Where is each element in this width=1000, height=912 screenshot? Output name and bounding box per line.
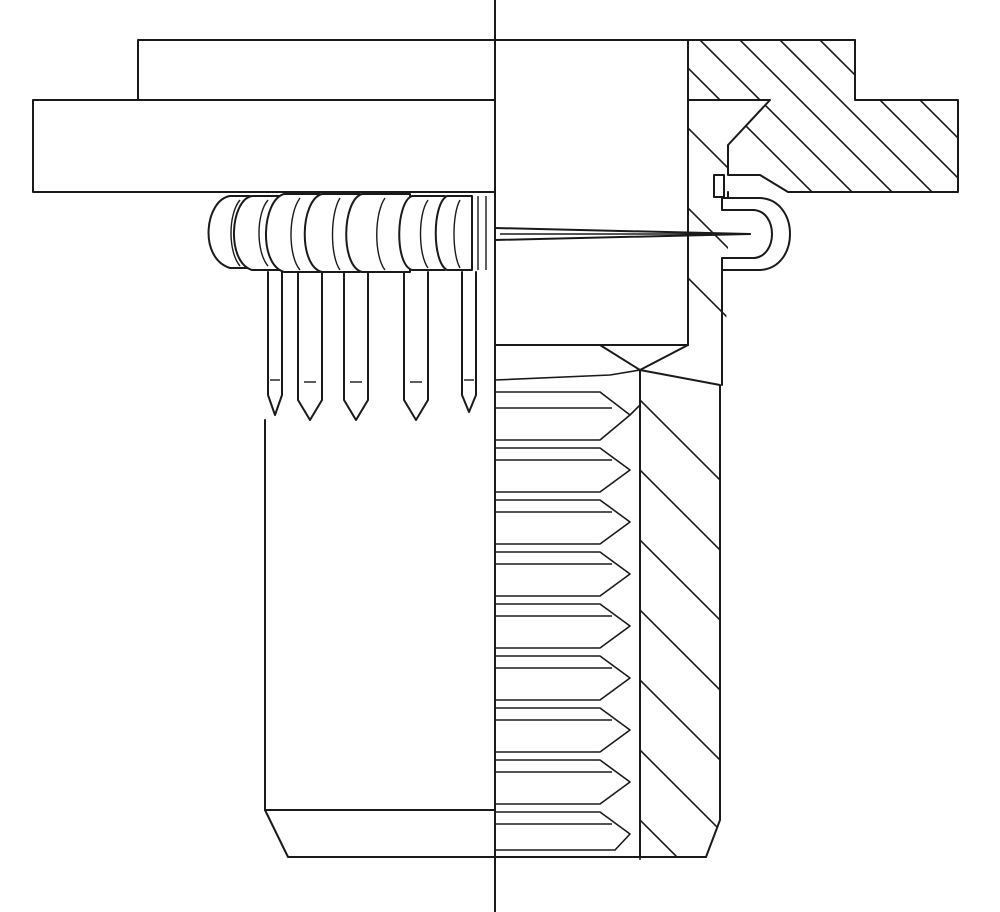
upper-plate-left	[137, 39, 496, 101]
slot-fingers	[267, 271, 477, 421]
lower-plate-left	[32, 99, 496, 193]
chamfer-bottom-left	[264, 809, 496, 858]
flange-section	[687, 39, 959, 193]
section-view-right	[494, 39, 959, 860]
nut-body-left	[264, 419, 496, 811]
wall-hatch	[640, 100, 728, 857]
collapsed-folds	[207, 193, 487, 273]
nut-wall-section	[599, 39, 721, 858]
section-fold	[713, 174, 791, 386]
pin-line	[494, 227, 751, 241]
internal-thread	[494, 369, 641, 860]
exterior-view-left	[32, 39, 496, 858]
